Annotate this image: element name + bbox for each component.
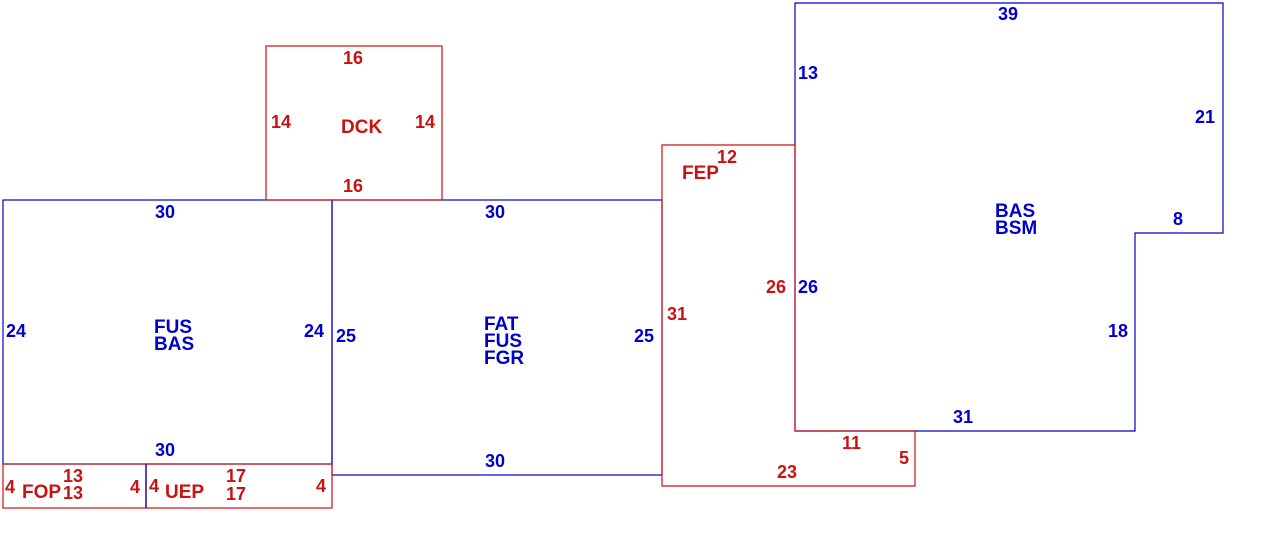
fat-fus-fgr-code-2: FUS <box>484 331 522 352</box>
uep-right-dim: 4 <box>316 476 326 496</box>
bas-bsm-step-dim: 8 <box>1173 209 1183 229</box>
fep-bottom-dim: 23 <box>777 462 797 482</box>
fus-bas-code-1: FUS <box>154 317 192 338</box>
bas-bsm-left-lower-dim: 26 <box>798 277 818 297</box>
fop-top-dim: 13 <box>63 466 83 486</box>
uep-top-dim: 17 <box>226 466 246 486</box>
dck-right-dim: 14 <box>415 112 435 132</box>
fus-bas-bottom-dim: 30 <box>155 440 175 460</box>
fat-fus-fgr-bottom-dim: 30 <box>485 451 505 471</box>
fep-code: FEP <box>682 163 719 184</box>
uep-code: UEP <box>165 482 204 503</box>
bas-bsm-bottom-dim: 31 <box>953 407 973 427</box>
fus-bas-right-dim: 24 <box>304 321 324 341</box>
fep-right-dim: 26 <box>766 277 786 297</box>
bas-bsm-right-upper-dim: 21 <box>1195 107 1215 127</box>
dck-top-dim: 16 <box>343 48 363 68</box>
fat-fus-fgr-code-1: FAT <box>484 314 519 335</box>
fep-notch-right-dim: 5 <box>899 448 909 468</box>
bas-bsm-code-1: BAS <box>995 201 1035 222</box>
fop-bottom-dim: 13 <box>63 483 83 503</box>
bas-bsm-left-upper-dim: 13 <box>798 63 818 83</box>
fop-code: FOP <box>22 482 61 503</box>
dck-left-dim: 14 <box>271 112 291 132</box>
fat-fus-fgr-left-dim: 25 <box>336 326 356 346</box>
fop-right-dim: 4 <box>130 477 140 497</box>
uep-bottom-dim: 17 <box>226 484 246 504</box>
fus-bas-top-dim: 30 <box>155 202 175 222</box>
fep-left-dim: 31 <box>667 304 687 324</box>
fus-bas-code-2: BAS <box>154 334 194 355</box>
dck-bottom-dim: 16 <box>343 176 363 196</box>
fep-notch-top-dim: 11 <box>842 433 861 453</box>
uep-left-dim: 4 <box>149 476 159 496</box>
fat-fus-fgr-code-3: FGR <box>484 348 524 369</box>
dck-code: DCK <box>341 117 382 138</box>
fop-left-dim: 4 <box>5 477 15 497</box>
bas-bsm-code-2: BSM <box>995 218 1037 239</box>
dck-outline <box>265 45 443 201</box>
bas-bsm-top-dim: 39 <box>998 4 1018 24</box>
fat-fus-fgr-top-dim: 30 <box>485 202 505 222</box>
fus-bas-left-dim: 24 <box>6 321 26 341</box>
fep-top-dim: 12 <box>717 147 737 167</box>
fat-fus-fgr-right-dim: 25 <box>634 326 654 346</box>
bas-bsm-right-lower-dim: 18 <box>1108 321 1128 341</box>
fep-outline <box>661 144 916 487</box>
